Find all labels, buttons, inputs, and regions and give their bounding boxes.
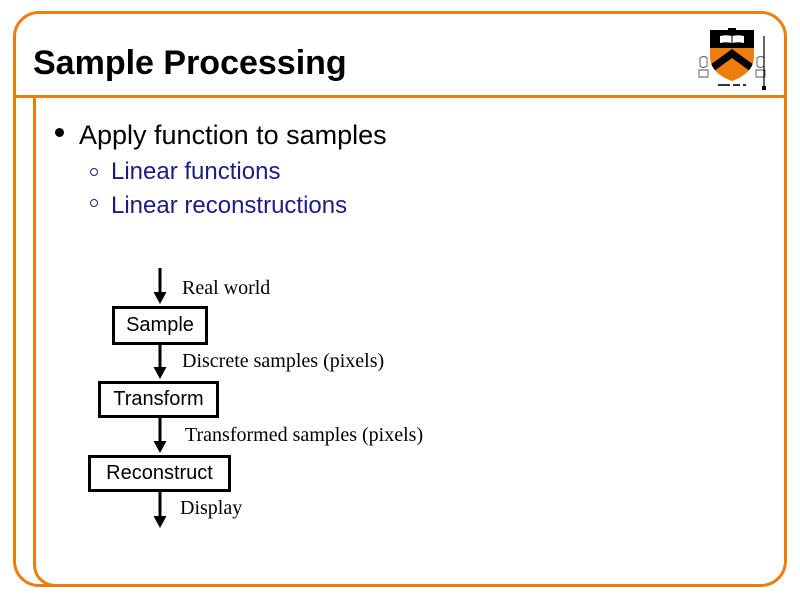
bullet-main-text: Apply function to samples bbox=[79, 120, 387, 150]
princeton-shield-icon bbox=[698, 28, 766, 90]
label-display: Display bbox=[180, 497, 243, 519]
transform-box-label: Transform bbox=[113, 388, 204, 410]
sub-bullet-circle bbox=[90, 199, 98, 207]
slide-border-frame bbox=[13, 11, 787, 587]
sample-box-label: Sample bbox=[126, 314, 194, 336]
transform-box: Transform bbox=[98, 381, 219, 418]
title-separator-line bbox=[13, 95, 787, 98]
label-transformed-samples: Transformed samples (pixels) bbox=[185, 424, 424, 446]
slide-title: Sample Processing bbox=[33, 44, 347, 82]
sample-box: Sample bbox=[112, 306, 208, 345]
sub-bullet-1-text: Linear functions bbox=[111, 158, 281, 185]
sub-bullet-circle bbox=[90, 168, 98, 176]
reconstruct-box-label: Reconstruct bbox=[106, 462, 213, 484]
bullet-dot bbox=[55, 128, 64, 137]
label-real-world: Real world bbox=[182, 277, 271, 299]
content-left-border bbox=[33, 97, 78, 587]
label-discrete-samples: Discrete samples (pixels) bbox=[182, 350, 385, 372]
sub-bullet-2-text: Linear reconstructions bbox=[111, 192, 348, 219]
reconstruct-box: Reconstruct bbox=[88, 455, 231, 492]
